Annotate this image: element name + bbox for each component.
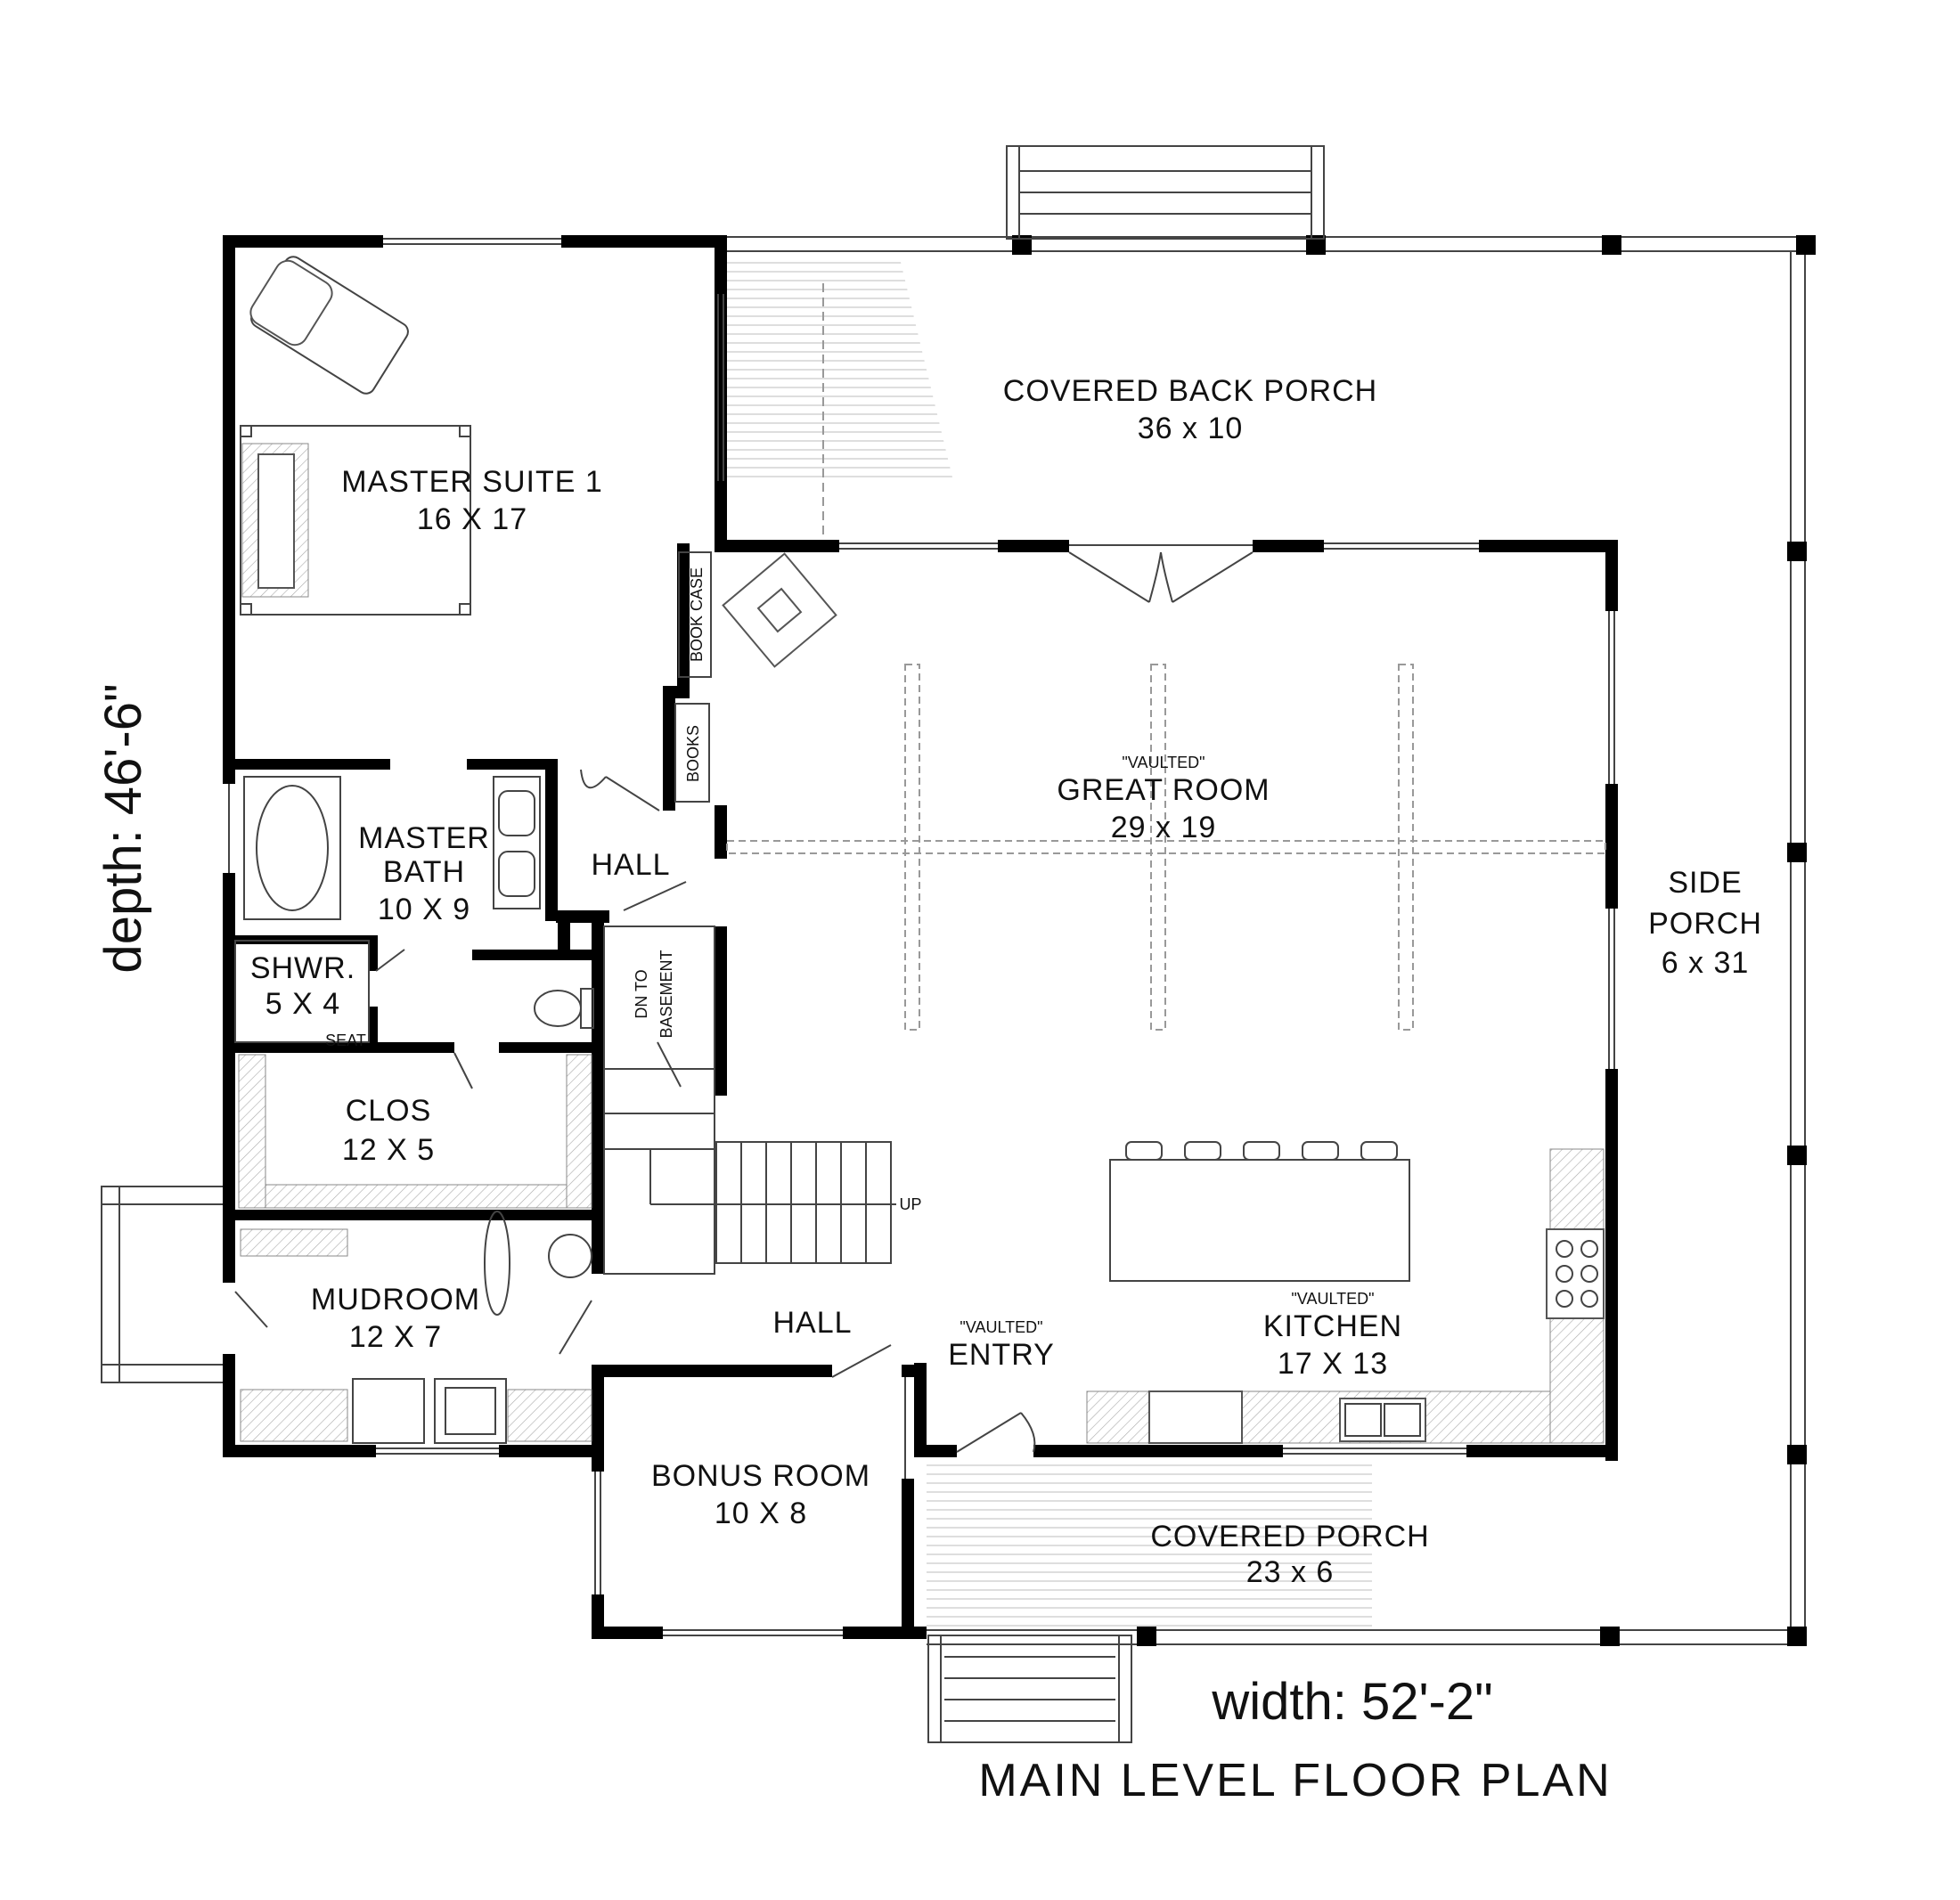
room-labels: COVERED BACK PORCH 36 x 10 MASTER SUITE … <box>250 374 1762 1589</box>
porch-outlines <box>727 235 1816 1646</box>
bonus-room-name: BONUS ROOM <box>651 1459 870 1493</box>
ceiling-beams <box>726 664 1606 1031</box>
books-label: BOOKS <box>684 725 702 782</box>
master-bath-name2: BATH <box>383 855 465 889</box>
hall-lower-name: HALL <box>772 1306 852 1340</box>
stairs-down-label-2: BASEMENT <box>657 950 675 1038</box>
door-swings <box>234 769 1036 1453</box>
kitchen-note: "VAULTED" <box>1291 1290 1374 1308</box>
covered-porch-size: 23 x 6 <box>1246 1555 1335 1589</box>
walls <box>223 235 1618 1639</box>
back-porch-steps <box>1006 145 1325 240</box>
closet-shelves <box>238 1054 592 1209</box>
side-steps <box>101 1186 225 1383</box>
windows <box>376 238 1615 1636</box>
bath-fixtures <box>234 776 594 1043</box>
side-porch-name1: SIDE <box>1668 866 1742 900</box>
great-room-size: 29 x 19 <box>1111 811 1217 844</box>
width-dimension: width: 52'-2" <box>1211 1673 1492 1731</box>
stairs-down-label-1: DN TO <box>633 969 650 1018</box>
master-furniture <box>240 256 471 616</box>
closet-size: 12 X 5 <box>342 1133 435 1167</box>
kitchen-size: 17 X 13 <box>1278 1347 1388 1381</box>
master-suite-name: MASTER SUITE 1 <box>341 465 603 499</box>
mudroom-fixtures <box>240 1211 592 1444</box>
bonus-room-size: 10 X 8 <box>715 1496 807 1530</box>
entry-note: "VAULTED" <box>960 1318 1042 1336</box>
kitchen-counters <box>1086 1148 1605 1444</box>
side-porch-size: 6 x 31 <box>1662 946 1750 980</box>
depth-dimension: depth: 46'-6" <box>94 683 152 973</box>
shower-name: SHWR. <box>250 951 355 985</box>
kitchen-island <box>1109 1141 1410 1282</box>
book-case-label: BOOK CASE <box>688 567 706 662</box>
front-steps <box>927 1635 1132 1743</box>
great-room-name: GREAT ROOM <box>1057 773 1270 807</box>
book-shelves <box>674 551 712 803</box>
master-bath-name1: MASTER <box>358 821 490 855</box>
back-porch-name: COVERED BACK PORCH <box>1003 374 1377 408</box>
fireplace <box>722 552 837 668</box>
great-room-note: "VAULTED" <box>1122 754 1205 771</box>
shower-seat: SEAT <box>325 1032 366 1049</box>
shower-size: 5 X 4 <box>265 987 340 1021</box>
covered-porch-name: COVERED PORCH <box>1150 1520 1429 1553</box>
great-room-door <box>1068 544 1254 603</box>
back-porch-deck <box>727 258 953 534</box>
back-porch-size: 36 x 10 <box>1138 412 1244 445</box>
hall-upper-name: HALL <box>591 848 670 882</box>
plan-title: MAIN LEVEL FLOOR PLAN <box>978 1755 1612 1806</box>
closet-name: CLOS <box>346 1094 432 1128</box>
mudroom-size: 12 X 7 <box>349 1320 442 1354</box>
master-suite-size: 16 X 17 <box>417 502 527 536</box>
stairs <box>603 926 896 1275</box>
stairs-up-label: UP <box>899 1195 921 1213</box>
side-porch-name2: PORCH <box>1648 907 1762 941</box>
kitchen-name: KITCHEN <box>1263 1309 1402 1343</box>
master-bath-size: 10 X 9 <box>378 893 470 926</box>
entry-name: ENTRY <box>948 1338 1055 1372</box>
mudroom-name: MUDROOM <box>311 1283 480 1317</box>
